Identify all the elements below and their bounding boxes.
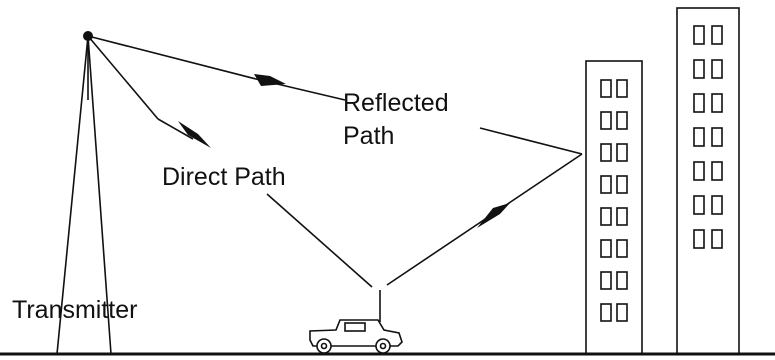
reflected-path-incident — [87, 35, 583, 155]
window — [600, 143, 612, 162]
window — [711, 59, 723, 79]
reflected-path-label-line1: Reflected — [343, 89, 449, 117]
window — [693, 161, 705, 181]
reflected-path-label-line2: Path — [343, 122, 395, 150]
window — [616, 111, 628, 130]
window — [616, 271, 628, 290]
window — [616, 175, 628, 194]
window — [693, 93, 705, 113]
window — [711, 25, 723, 45]
window — [600, 239, 612, 258]
window — [711, 127, 723, 147]
building-2-windows — [693, 25, 723, 249]
building-1-windows — [600, 79, 628, 322]
building-icon — [585, 60, 643, 355]
building-icon — [676, 7, 740, 355]
reflected-path-arrow-1 — [254, 74, 286, 86]
window — [693, 127, 705, 147]
window — [693, 229, 705, 249]
window — [693, 195, 705, 215]
direct-path — [87, 35, 373, 288]
window — [600, 207, 612, 226]
window — [616, 143, 628, 162]
window — [616, 79, 628, 98]
window — [600, 79, 612, 98]
reflected-path-arrow-2 — [477, 203, 510, 228]
window — [600, 175, 612, 194]
direct-path-label: Direct Path — [162, 163, 286, 191]
window — [693, 25, 705, 45]
window — [616, 207, 628, 226]
window — [711, 161, 723, 181]
window — [711, 93, 723, 113]
window — [616, 303, 628, 322]
car-icon — [309, 290, 403, 354]
window — [600, 111, 612, 130]
window — [693, 59, 705, 79]
direct-path-arrow — [178, 121, 211, 148]
window — [616, 239, 628, 258]
window — [600, 303, 612, 322]
transmitter-label: Transmitter — [12, 296, 138, 324]
window — [600, 271, 612, 290]
window — [711, 195, 723, 215]
reflected-path-bounce — [386, 153, 583, 286]
window — [711, 229, 723, 249]
